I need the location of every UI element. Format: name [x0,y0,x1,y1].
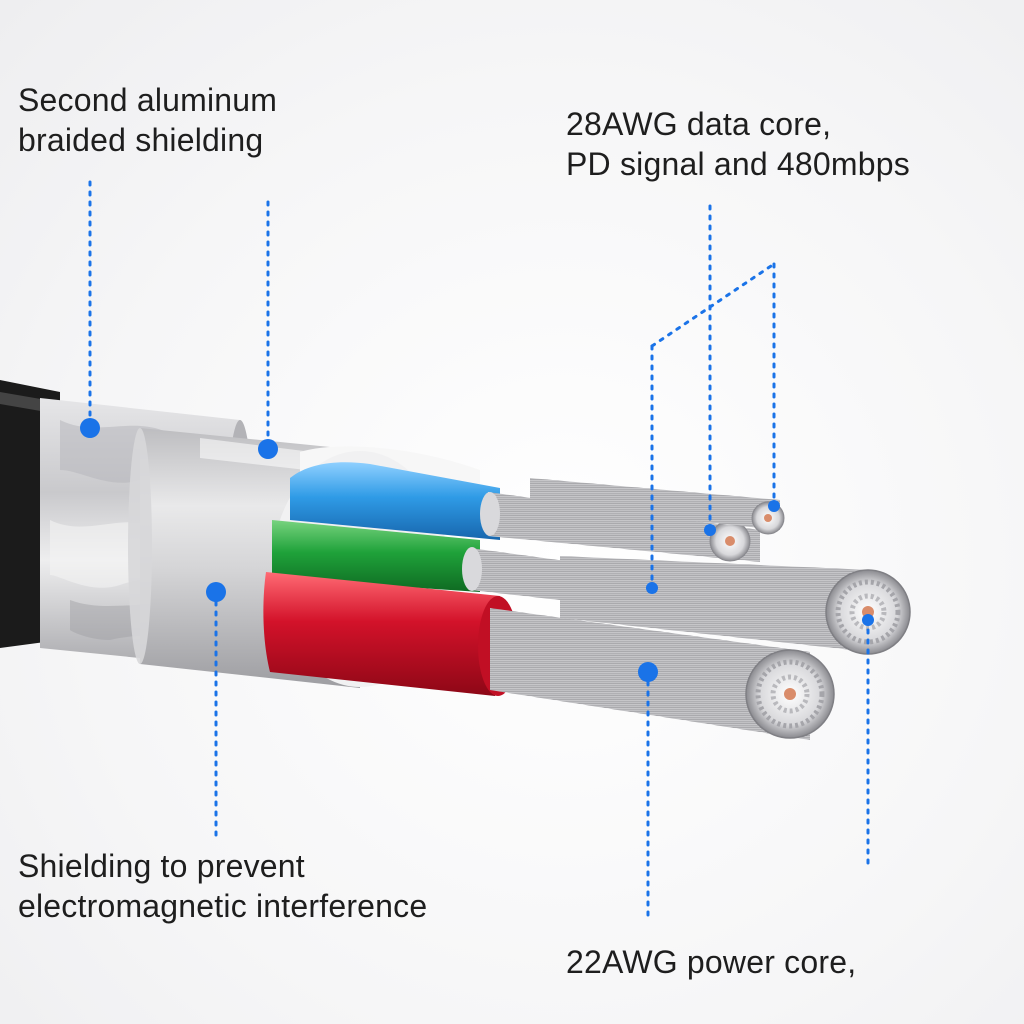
data-core-label-line2: PD signal and 480mbps [566,146,910,182]
power-core-label: 22AWG power core, [566,942,856,982]
braided-shielding-label-line2: braided shielding [18,122,264,158]
data-core-label-line1: 28AWG data core, [566,106,832,142]
callout-dots [80,418,874,682]
emi-shielding-label: Shielding to prevent electromagnetic int… [18,846,427,926]
wire-red-insulation [263,572,506,696]
data-core-label: 28AWG data core, PD signal and 480mbps [566,104,910,184]
callout-dot-power-upper [862,614,874,626]
callout-dot-data-3 [646,582,658,594]
wire-blue-insulation [290,462,500,540]
data-conductor-blue [488,492,760,562]
emi-shielding-label-line2: electromagnetic interference [18,888,428,924]
power-core-label-line1: 22AWG power core, [566,944,857,980]
emi-shielding-label-line1: Shielding to prevent [18,848,305,884]
callout-lines [88,180,870,920]
callout-dot-foil-bottom [206,582,226,602]
callout-dot-foil-top [258,439,278,459]
callout-dot-braid [80,418,100,438]
callout-dot-data-2 [768,500,780,512]
power-conductor-upper [560,556,870,652]
callout-dot-data-1 [704,524,716,536]
wire-green-insulation [272,520,480,592]
braided-shielding-label-line1: Second aluminum [18,82,278,118]
callout-dot-power-lower [638,662,658,682]
braided-shielding-label: Second aluminum braided shielding [18,80,277,160]
